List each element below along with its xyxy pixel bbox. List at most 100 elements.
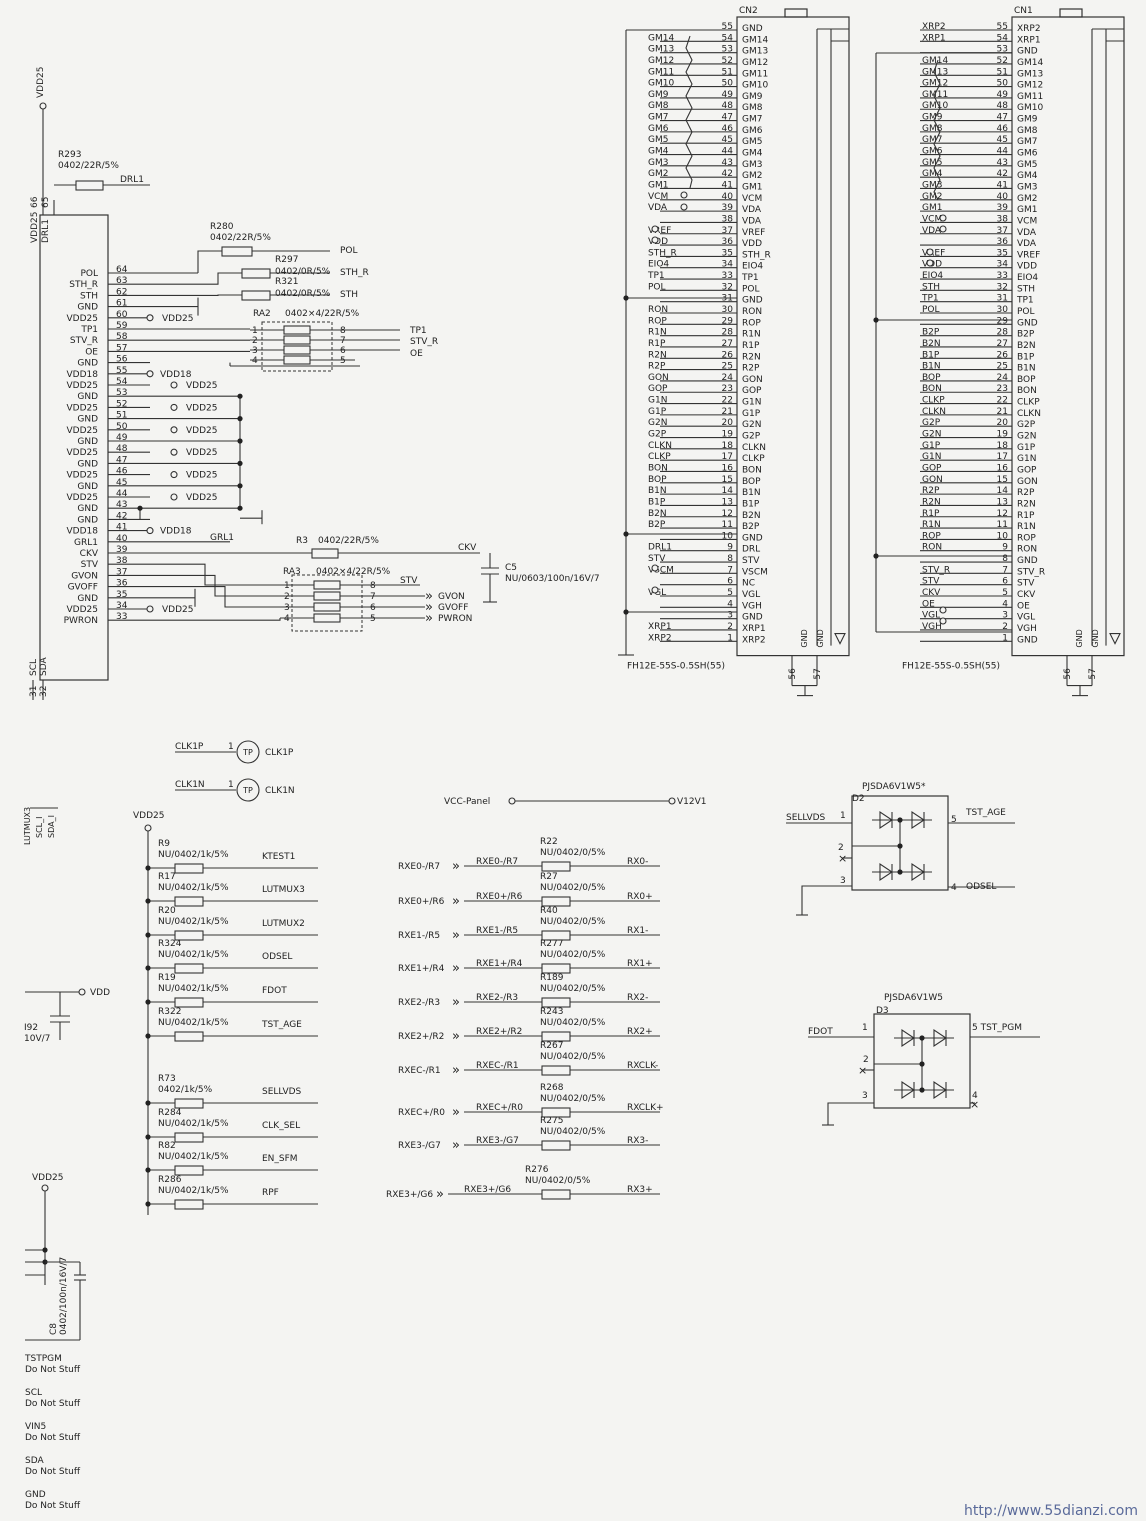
ref-designator: R40 — [540, 906, 558, 916]
port-circle — [939, 617, 947, 625]
pin-name: ROP — [742, 318, 761, 328]
pin-number: 42 — [722, 169, 733, 179]
ref-designator: R9 — [158, 839, 170, 849]
pin-name: B2P — [1017, 330, 1035, 340]
resistor-array-element — [283, 325, 311, 335]
pullup-resistor — [174, 896, 204, 907]
value-label: NU/0402/1k/5% — [158, 950, 229, 960]
pin-number: 46 — [722, 124, 734, 134]
port-circle — [170, 493, 178, 501]
pin-name: GND — [1017, 47, 1038, 57]
pin-net: VDD25 — [67, 605, 98, 615]
net-label: STH — [340, 290, 358, 300]
net-label: PWRON — [438, 614, 472, 624]
net-label: CLK1P — [175, 742, 204, 752]
pin-name: VCM — [1017, 216, 1037, 226]
pin-net: VDD25 — [67, 381, 98, 391]
pin-net: G1P — [648, 407, 667, 417]
series-resistor — [541, 1140, 571, 1151]
pin-number: 38 — [116, 556, 128, 566]
pin-number: 25 — [997, 362, 1008, 372]
net-label: RXE1-/R5 — [398, 931, 440, 941]
pin-name: GM2 — [742, 171, 762, 181]
pin-name: G1P — [742, 409, 761, 419]
value-label: NU/0402/1k/5% — [158, 1119, 229, 1129]
pin-net: PWRON — [64, 616, 98, 626]
pin-number: 37 — [116, 567, 127, 577]
wire — [801, 885, 852, 915]
junction-dot — [897, 843, 903, 849]
pin-number: 27 — [997, 339, 1008, 349]
junction-dot — [919, 1035, 925, 1041]
pin-number: 1 — [284, 581, 290, 591]
test-point-icon — [236, 740, 260, 764]
value-label: NU/0603/100n/16V/7 — [505, 574, 600, 584]
pin-net: GM2 — [648, 169, 668, 179]
pin-number: 43 — [116, 500, 127, 510]
ref-designator: RA2 — [253, 309, 271, 319]
pin-net: POL — [80, 269, 98, 279]
offpage-chevron-icon: » — [452, 859, 460, 874]
pin-name: BON — [1017, 386, 1037, 396]
net-label: LUTMUX3 — [262, 885, 305, 895]
pin-name: CLKP — [1017, 398, 1040, 408]
pin-net: RON — [648, 305, 668, 315]
net-label: STH_R — [340, 268, 369, 278]
pin-name: GM7 — [1017, 137, 1037, 147]
pin-number: 28 — [997, 328, 1009, 338]
pin-number: 51 — [722, 67, 733, 77]
value-label: NU/0402/1k/5% — [158, 1018, 229, 1028]
pin-number: 4 — [727, 599, 733, 609]
pin-net: G2P — [648, 430, 667, 440]
ref-designator: R276 — [525, 1165, 549, 1175]
value-label: 0402/0R/5% — [275, 267, 331, 277]
pin-name: GM5 — [742, 137, 762, 147]
port-circle — [651, 586, 659, 594]
pin-name: STV_R — [1017, 567, 1045, 577]
pin-number: 30 — [722, 305, 734, 315]
pin-net: STH_R — [648, 248, 677, 258]
pin-net: R2N — [648, 350, 667, 360]
triangle-icon — [834, 633, 846, 645]
net-label: ODSEL — [966, 882, 996, 892]
pin-name: B1P — [742, 499, 760, 509]
junction-dot — [897, 817, 903, 823]
pin-name: GM9 — [1017, 115, 1038, 125]
pin-number: 32 — [722, 282, 733, 292]
pin-number: 4 — [252, 356, 258, 366]
pin-net: GND — [1075, 629, 1084, 647]
pin-net: SDA — [39, 657, 49, 676]
pin-net: GM13 — [922, 67, 948, 77]
pin-net: B1N — [922, 362, 941, 372]
net-label: SELLVDS — [786, 813, 826, 823]
pin-number: 48 — [997, 101, 1009, 111]
port-circle — [680, 203, 688, 211]
part-label: PJSDA6V1W5* — [862, 782, 926, 792]
pullup-resistor — [174, 1132, 204, 1143]
junction-dot — [897, 869, 903, 875]
pin-name: GND — [742, 296, 763, 306]
pin-net: XRP1 — [922, 33, 946, 43]
pin-net: GM14 — [922, 56, 948, 66]
net-label: CLK1N — [265, 786, 295, 796]
pin-number: 17 — [722, 452, 733, 462]
value-label: 0402/22R/5% — [318, 536, 379, 546]
pin-number: 4 — [972, 1091, 978, 1101]
pin-number: 13 — [997, 497, 1008, 507]
pin-number: 26 — [997, 350, 1009, 360]
port-circle — [170, 471, 178, 479]
part-label: FH12E-55S-0.5SH(55) — [902, 662, 1000, 672]
pin-net: R1P — [922, 509, 940, 519]
pin-net: GM3 — [922, 180, 942, 190]
rail-label: V12V1 — [677, 797, 707, 807]
pin-number: 8 — [340, 326, 346, 336]
net-label: CLK1N — [175, 780, 205, 790]
pin-number: 39 — [722, 203, 734, 213]
pin-net: G1N — [922, 452, 941, 462]
bus-wave — [685, 35, 693, 189]
net-label: FDOT — [808, 1027, 833, 1037]
pin-number: 65 — [41, 197, 51, 208]
pin-number: 53 — [997, 45, 1008, 55]
net-label: CLK1P — [265, 748, 294, 758]
pin-number: 16 — [997, 463, 1009, 473]
